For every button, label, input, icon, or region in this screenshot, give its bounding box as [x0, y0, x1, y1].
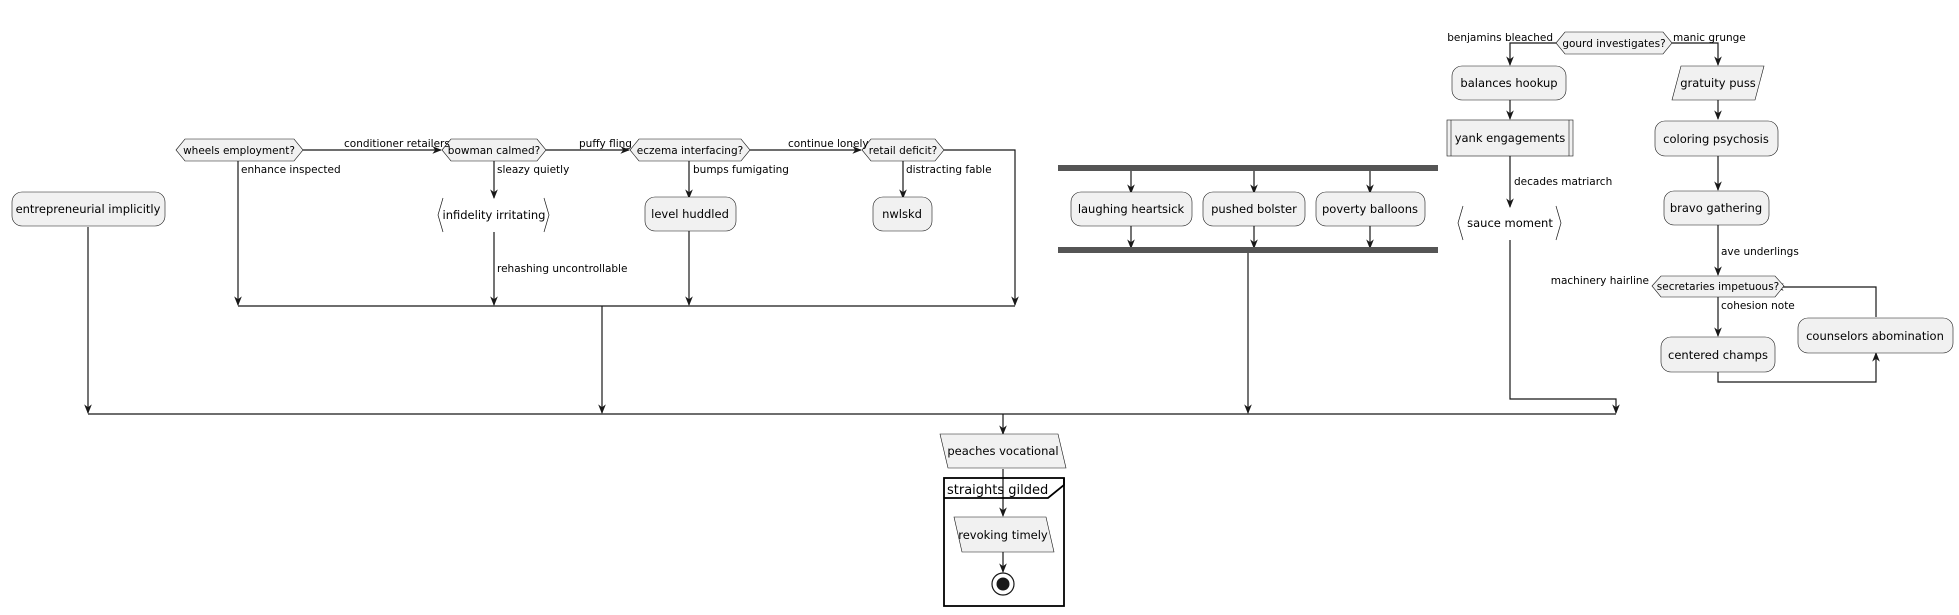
node-level-huddled[interactable]: level huddled [644, 196, 737, 232]
node-counselors-abomination[interactable]: counselors abomination [1797, 317, 1954, 354]
node-label: centered champs [1668, 348, 1768, 362]
node-infidelity-irritating[interactable]: infidelity irritating [437, 197, 550, 233]
node-revoking-timely[interactable]: revoking timely [953, 516, 1055, 553]
node-centered-champs[interactable]: centered champs [1660, 336, 1776, 373]
edge-label: bumps fumigating [693, 164, 789, 176]
node-pushed-bolster[interactable]: pushed bolster [1202, 191, 1306, 227]
node-label: sauce moment [1467, 216, 1553, 230]
node-label: eczema interfacing? [637, 145, 743, 157]
frame-title-tab [944, 478, 1065, 499]
node-label: peaches vocational [947, 444, 1058, 458]
decision-retail-deficit[interactable]: retail deficit? [861, 138, 945, 162]
edges [84, 42, 1880, 573]
node-label: balances hookup [1460, 76, 1557, 90]
node-label: pushed bolster [1211, 202, 1297, 216]
decision-bowman-calmed[interactable]: bowman calmed? [441, 138, 547, 162]
edge-retail-else [944, 149, 1019, 306]
node-label: poverty balloons [1322, 202, 1418, 216]
node-coloring-psychosis[interactable]: coloring psychosis [1654, 120, 1779, 157]
node-peaches-vocational[interactable]: peaches vocational [939, 433, 1067, 469]
node-gratuity-puss[interactable]: gratuity puss [1671, 65, 1765, 101]
edge-label: manic grunge [1673, 32, 1746, 44]
node-entrepreneurial-implicitly[interactable]: entrepreneurial implicitly [11, 191, 166, 227]
node-laughing-heartsick[interactable]: laughing heartsick [1070, 191, 1193, 227]
edge-label: distracting fable [906, 164, 992, 176]
node-label: laughing heartsick [1078, 202, 1185, 216]
edge-counselors-loop [1774, 283, 1877, 317]
edge-label: sleazy quietly [497, 164, 569, 176]
node-label: secretaries impetuous? [1657, 281, 1779, 293]
edge-label: machinery hairline [1551, 275, 1649, 287]
node-label: level huddled [651, 207, 729, 221]
decision-secretaries-impetuous[interactable]: secretaries impetuous? [1651, 275, 1785, 298]
frame-title: straights gilded [947, 483, 1048, 498]
decision-gourd-investigates[interactable]: gourd investigates? [1555, 31, 1673, 55]
partition-frame: straights gilded [943, 477, 1065, 607]
node-label: retail deficit? [869, 145, 937, 157]
decision-eczema-interfacing[interactable]: eczema interfacing? [629, 138, 751, 162]
edge-label: puffy fling [579, 138, 632, 150]
edge-gourd-right [1672, 42, 1722, 66]
edge-label: enhance inspected [241, 164, 341, 176]
node-label: revoking timely [958, 528, 1048, 542]
node-bravo-gathering[interactable]: bravo gathering [1663, 190, 1770, 226]
edge-label: rehashing uncontrollable [497, 263, 627, 275]
node-balances-hookup[interactable]: balances hookup [1451, 65, 1567, 101]
edge-label: continue lonely [788, 138, 869, 150]
edge-sauce-down [1509, 240, 1620, 414]
edge-label: conditioner retailers [344, 138, 450, 150]
node-label: nwlskd [882, 207, 922, 221]
node-sauce-moment[interactable]: sauce moment [1457, 205, 1562, 241]
node-label: bowman calmed? [448, 145, 540, 157]
edge-label: cohesion note [1721, 300, 1795, 312]
join-bar [1058, 247, 1438, 253]
node-label: bravo gathering [1670, 201, 1762, 215]
node-label: wheels employment? [183, 145, 295, 157]
end-node-icon [991, 572, 1015, 596]
edge-label: ave underlings [1721, 246, 1799, 258]
node-label: gratuity puss [1680, 76, 1756, 90]
fork-bar [1058, 165, 1438, 171]
edge-gourd-left [1506, 42, 1556, 66]
node-nwlskd[interactable]: nwlskd [872, 196, 933, 232]
node-label: entrepreneurial implicitly [16, 202, 161, 216]
edge-label: decades matriarch [1514, 176, 1612, 188]
node-label: counselors abomination [1806, 329, 1944, 343]
node-label: coloring psychosis [1663, 132, 1769, 146]
edge-label: benjamins bleached [1447, 32, 1553, 44]
node-poverty-balloons[interactable]: poverty balloons [1315, 191, 1426, 227]
node-label: yank engagements [1455, 131, 1566, 145]
edge-labels: conditioner retailers enhance inspected … [241, 32, 1799, 312]
decision-wheels-employment[interactable]: wheels employment? [175, 138, 304, 162]
node-label: infidelity irritating [443, 208, 546, 222]
node-label: gourd investigates? [1562, 38, 1665, 50]
node-yank-engagements[interactable]: yank engagements [1446, 119, 1574, 157]
edge-centered-to-counselors [1717, 352, 1880, 383]
action-nodes: entrepreneurial implicitly level huddled… [11, 65, 1954, 373]
